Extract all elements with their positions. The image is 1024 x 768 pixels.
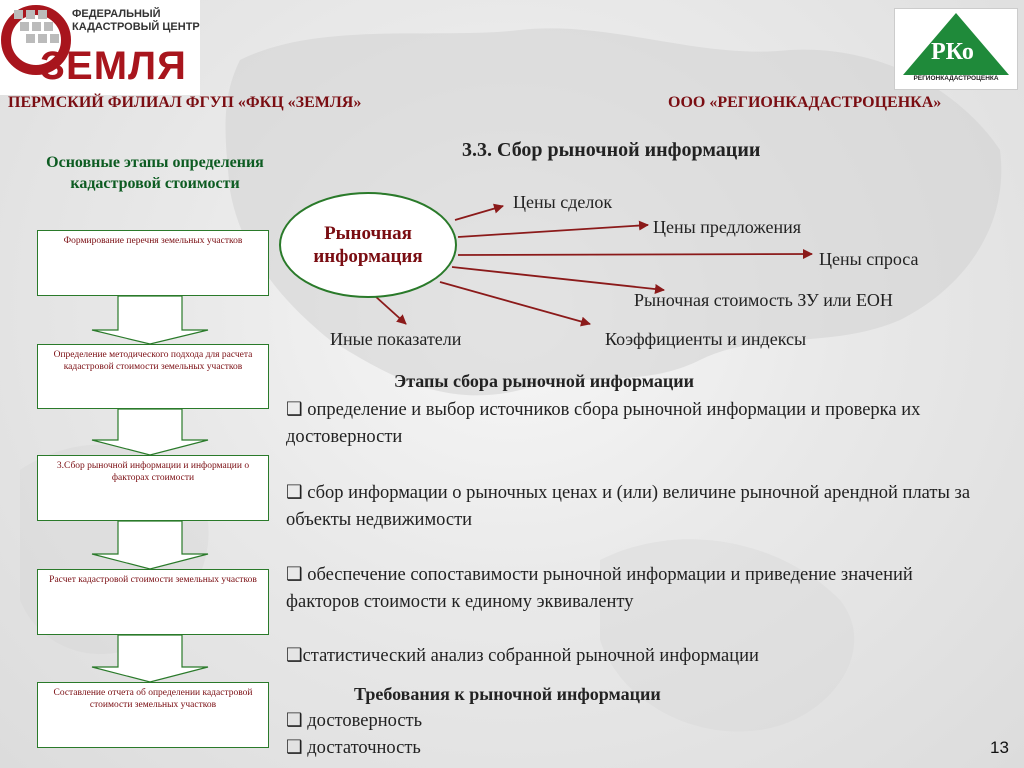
logo-wordmark: ЗЕМЛЯ: [40, 44, 187, 88]
target-offers: Цены предложения: [653, 217, 802, 237]
logo-rko: РКо РЕГИОНКАДАСТРОЦЕНКА: [894, 8, 1018, 90]
sidebar-title: Основные этапы определения кадастровой с…: [46, 154, 264, 192]
target-deals: Цены сделок: [513, 192, 613, 212]
triangle-logo-icon: [903, 13, 1009, 75]
arrow-to-other: [374, 295, 407, 325]
down-arrow-icon: [91, 408, 209, 456]
logo-rko-caption: РЕГИОНКАДАСТРОЦЕНКА: [913, 75, 999, 82]
stage-item-2: ❑ сбор информации о рыночных ценах и (ил…: [286, 483, 971, 530]
page-number: 13: [990, 738, 1009, 757]
target-market-value: Рыночная стоимость ЗУ или ЕОН: [634, 290, 893, 310]
step-box-3: 3.Сбор рыночной информации и информации …: [37, 455, 269, 521]
logo-zemlya: ФЕДЕРАЛЬНЫЙ КАДАСТРОВЫЙ ЦЕНТР ЗЕМЛЯ: [0, 0, 200, 95]
header-right: ООО «РЕГИОНКАДАСТРОЦЕНКА»: [668, 94, 942, 111]
step-box-1: Формирование перечня земельных участков: [37, 230, 269, 296]
stage-item-1: ❑ определение и выбор источников сбора р…: [286, 400, 921, 447]
market-info-oval: Рыночная информация: [279, 192, 457, 298]
target-other: Иные показатели: [330, 329, 462, 349]
logo-line1: ФЕДЕРАЛЬНЫЙ: [72, 8, 161, 20]
down-arrow-icon: [91, 634, 209, 683]
globe-logo-icon: [1, 5, 71, 75]
logo-line2: КАДАСТРОВЫЙ ЦЕНТР: [72, 21, 200, 33]
down-arrow-icon: [91, 520, 209, 570]
market-info-label: Рыночная информация: [313, 223, 423, 267]
step-box-5: Составление отчета об определении кадаст…: [37, 682, 269, 748]
header-left: ПЕРМСКИЙ ФИЛИАЛ ФГУП «ФКЦ «ЗЕМЛЯ»: [8, 94, 362, 111]
stages-title: Этапы сбора рыночной информации: [394, 371, 694, 391]
target-demand: Цены спроса: [819, 249, 919, 269]
arrow-to-market-value: [451, 266, 665, 295]
stage-item-3: ❑ обеспечение сопоставимости рыночной ин…: [286, 565, 913, 612]
arrow-to-offers: [457, 220, 649, 238]
target-coefficients: Коэффициенты и индексы: [605, 329, 807, 349]
arrow-to-coefficients: [439, 281, 591, 327]
section-title: 3.3. Сбор рыночной информации: [462, 139, 761, 161]
stage-item-4: ❑статистический анализ собранной рыночно…: [286, 646, 759, 666]
requirements-title: Требования к рыночной информации: [354, 684, 661, 704]
down-arrow-icon: [91, 295, 209, 345]
arrow-to-deals: [454, 203, 504, 221]
step-box-2: Определение методического подхода для ра…: [37, 344, 269, 409]
step-box-4: Расчет кадастровой стоимости земельных у…: [37, 569, 269, 635]
logo-rko-letters: РКо: [931, 39, 974, 65]
requirement-item-1: ❑ достоверность: [286, 711, 423, 731]
requirement-item-2: ❑ достаточность: [286, 738, 421, 758]
arrow-to-demand: [457, 249, 813, 260]
